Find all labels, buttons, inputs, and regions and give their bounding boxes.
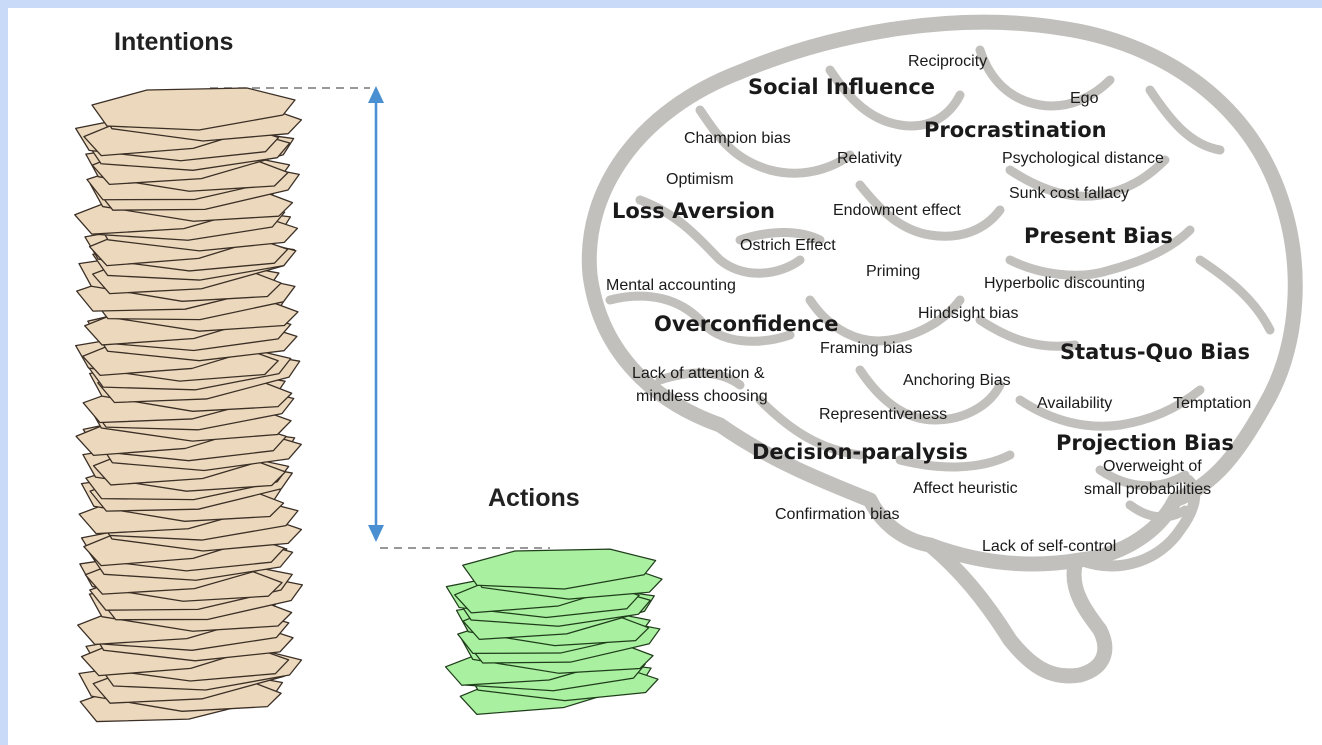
- bias-label: Social Influence: [748, 75, 936, 99]
- bias-label: Hindsight bias: [918, 305, 1019, 322]
- bias-label: Overconfidence: [654, 312, 839, 336]
- intentions-paper-stack: [72, 87, 305, 728]
- bias-label: Lack of self-control: [982, 538, 1117, 555]
- bias-label: Overweight of: [1103, 458, 1202, 475]
- bias-label: Optimism: [666, 171, 734, 188]
- bias-label: Representiveness: [819, 406, 948, 423]
- bias-label: Psychological distance: [1002, 150, 1164, 167]
- bias-label: Temptation: [1173, 395, 1252, 412]
- bias-label: Present Bias: [1024, 224, 1173, 248]
- actions-heading: Actions: [488, 484, 580, 512]
- bias-label: Status-Quo Bias: [1060, 340, 1250, 364]
- bias-label: Priming: [866, 263, 921, 280]
- intentions-heading: Intentions: [114, 28, 234, 56]
- bias-label: Reciprocity: [908, 53, 988, 70]
- bias-label: Ostrich Effect: [740, 237, 836, 254]
- bias-label: Endowment effect: [833, 202, 961, 219]
- bias-label: Loss Aversion: [612, 199, 775, 223]
- actions-paper-stack: [443, 548, 664, 721]
- gap-arrow: [210, 86, 550, 549]
- bias-label: Anchoring Bias: [903, 372, 1011, 389]
- bias-label: Ego: [1070, 90, 1099, 107]
- brain-outline: [581, 14, 1303, 684]
- bias-label: Affect heuristic: [913, 480, 1018, 497]
- bias-label: Hyperbolic discounting: [984, 275, 1145, 292]
- bias-label: mindless choosing: [636, 388, 768, 405]
- bias-label: Relativity: [837, 150, 902, 167]
- bias-label: Framing bias: [820, 340, 913, 357]
- bias-label: Procrastination: [924, 118, 1107, 142]
- bias-label: Lack of attention &: [632, 365, 765, 382]
- bias-label: Availability: [1037, 395, 1113, 412]
- bias-label: Decision-paralysis: [752, 440, 968, 464]
- bias-label: small probabilities: [1084, 481, 1212, 498]
- bias-label: Confirmation bias: [775, 506, 900, 523]
- bias-label: Projection Bias: [1056, 431, 1234, 455]
- bias-label: Sunk cost fallacy: [1009, 185, 1130, 202]
- bias-label: Mental accounting: [606, 277, 736, 294]
- bias-label: Champion bias: [684, 130, 791, 147]
